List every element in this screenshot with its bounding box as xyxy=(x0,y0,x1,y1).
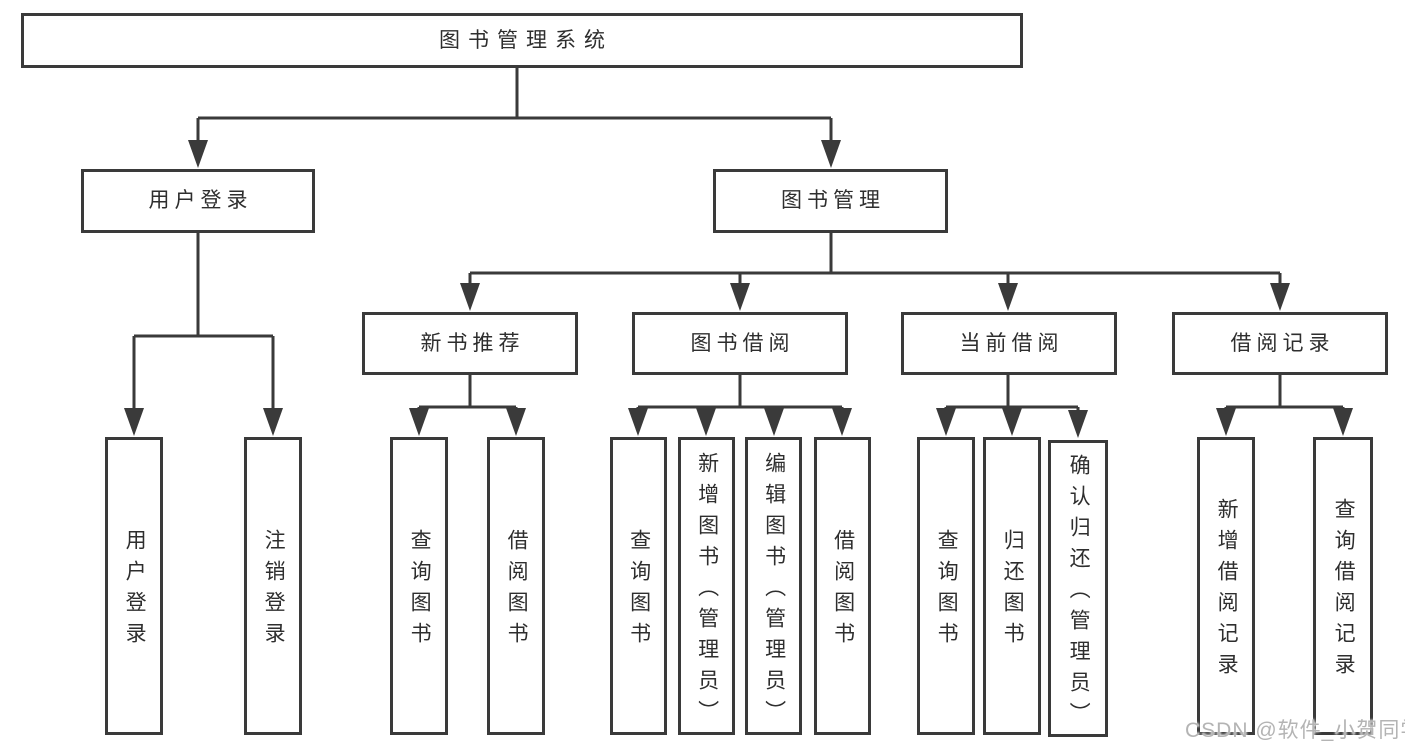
node-book-management-label: 图书管理 xyxy=(781,189,885,213)
node-leaf-add-books-admin-label: 新增图书（管理员） xyxy=(695,451,719,731)
arrow-down-icon xyxy=(1216,408,1236,436)
node-leaf-query-borrow-record: 查询借阅记录 xyxy=(1313,437,1373,735)
arrow-down-icon xyxy=(188,140,208,168)
node-current-borrow-label: 当前借阅 xyxy=(959,331,1064,355)
node-leaf-add-borrow-record: 新增借阅记录 xyxy=(1197,437,1255,735)
node-leaf-query-borrow-record-label: 查询借阅记录 xyxy=(1332,498,1356,684)
node-book-borrow: 图书借阅 xyxy=(632,312,848,375)
arrow-down-icon xyxy=(1270,283,1290,311)
node-leaf-query-books-current-label: 查询图书 xyxy=(935,529,959,653)
node-user-login: 用户登录 xyxy=(81,169,315,233)
arrow-down-icon xyxy=(1002,408,1022,436)
node-leaf-borrow-books-recommend-label: 借阅图书 xyxy=(505,529,529,653)
arrow-down-icon xyxy=(506,408,526,436)
arrow-down-icon xyxy=(1068,410,1088,438)
arrow-down-icon xyxy=(821,140,841,168)
node-leaf-add-borrow-record-label: 新增借阅记录 xyxy=(1215,498,1239,684)
node-borrow-records-label: 借阅记录 xyxy=(1230,331,1335,355)
connector-book-mgmt-to-level3 xyxy=(468,233,1282,289)
node-book-borrow-label: 图书借阅 xyxy=(690,331,795,355)
arrow-down-icon xyxy=(124,408,144,436)
node-leaf-borrow-books: 借阅图书 xyxy=(814,437,871,735)
arrow-down-icon xyxy=(460,283,480,311)
node-leaf-borrow-books-recommend: 借阅图书 xyxy=(487,437,545,735)
connector-book-borrow-to-leaves xyxy=(636,375,844,414)
node-leaf-query-books-recommend: 查询图书 xyxy=(390,437,448,735)
node-new-book-recommend: 新书推荐 xyxy=(362,312,578,375)
node-book-management: 图书管理 xyxy=(713,169,948,233)
node-leaf-query-books-borrow-label: 查询图书 xyxy=(627,529,651,653)
node-leaf-confirm-return-admin: 确认归还（管理员） xyxy=(1048,440,1108,737)
arrow-down-icon xyxy=(832,408,852,436)
connector-root-to-level2 xyxy=(196,68,833,146)
arrow-down-icon xyxy=(696,408,716,436)
node-new-book-recommend-label: 新书推荐 xyxy=(420,331,525,355)
connector-current-borrow-to-leaves xyxy=(944,375,1080,416)
node-leaf-user-login: 用户登录 xyxy=(105,437,163,735)
connector-new-books-to-leaves xyxy=(417,375,518,414)
node-leaf-return-books: 归还图书 xyxy=(983,437,1041,735)
arrow-down-icon xyxy=(628,408,648,436)
arrow-down-icon xyxy=(409,408,429,436)
node-borrow-records: 借阅记录 xyxy=(1172,312,1388,375)
watermark: CSDN @软件_小贺同学 xyxy=(1185,719,1405,742)
node-leaf-edit-books-admin-label: 编辑图书（管理员） xyxy=(762,451,786,731)
node-library-system: 图书管理系统 xyxy=(21,13,1023,68)
node-leaf-return-books-label: 归还图书 xyxy=(1001,529,1025,653)
arrow-down-icon xyxy=(936,408,956,436)
node-leaf-logout: 注销登录 xyxy=(244,437,302,735)
arrow-down-icon xyxy=(764,408,784,436)
node-leaf-logout-label: 注销登录 xyxy=(262,529,286,653)
node-leaf-query-books-recommend-label: 查询图书 xyxy=(408,529,432,653)
node-library-system-label: 图书管理系统 xyxy=(439,28,613,52)
connector-user-login-to-leaves xyxy=(132,233,275,414)
node-leaf-add-books-admin: 新增图书（管理员） xyxy=(678,437,735,735)
node-leaf-confirm-return-admin-label: 确认归还（管理员） xyxy=(1067,454,1091,733)
arrow-down-icon xyxy=(263,408,283,436)
node-leaf-edit-books-admin: 编辑图书（管理员） xyxy=(745,437,802,735)
arrow-down-icon xyxy=(1333,408,1353,436)
connector-borrow-records-to-leaves xyxy=(1224,375,1345,414)
arrow-down-icon xyxy=(730,283,750,311)
arrow-down-icon xyxy=(998,283,1018,311)
node-leaf-query-books-borrow: 查询图书 xyxy=(610,437,667,735)
node-user-login-label: 用户登录 xyxy=(148,189,253,213)
node-current-borrow: 当前借阅 xyxy=(901,312,1117,375)
node-leaf-borrow-books-label: 借阅图书 xyxy=(831,529,855,653)
node-leaf-query-books-current: 查询图书 xyxy=(917,437,975,735)
node-leaf-user-login-label: 用户登录 xyxy=(123,529,147,653)
